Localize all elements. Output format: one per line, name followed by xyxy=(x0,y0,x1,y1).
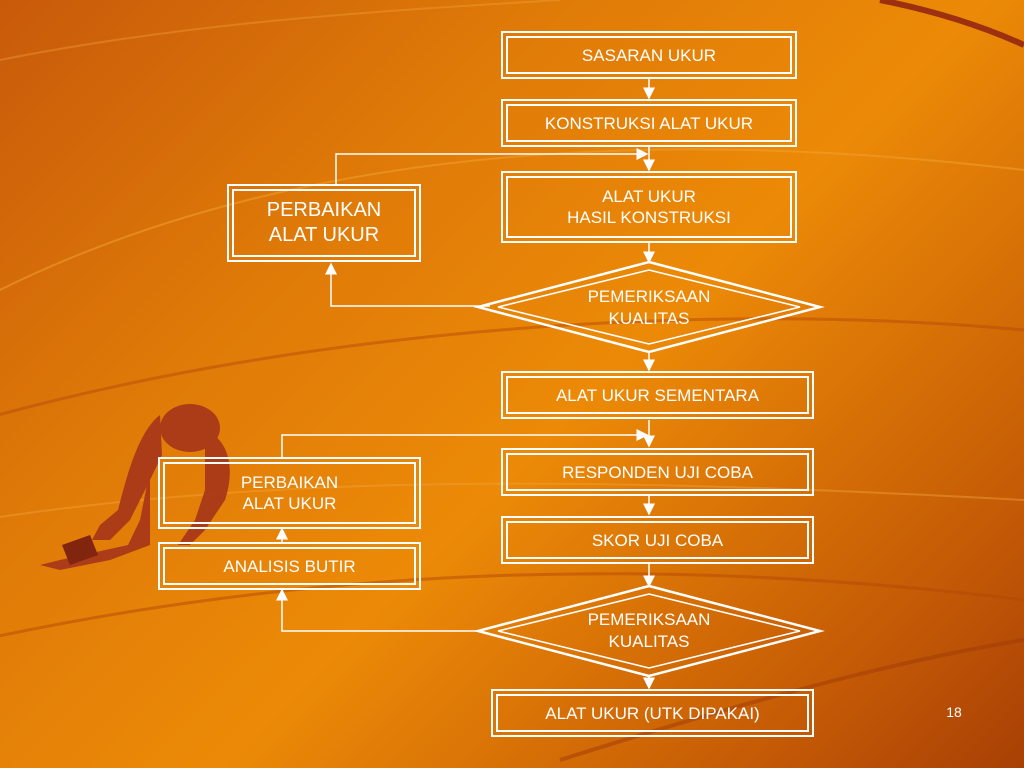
node-alat-ukur-hasil-konstruksi: ALAT UKUR HASIL KONSTRUKSI xyxy=(501,171,797,243)
node-skor-uji-coba: SKOR UJI COBA xyxy=(501,516,814,564)
arrow-pemeriksaan-1-to-perbaikan-1 xyxy=(325,262,490,307)
node-perbaikan-alat-ukur-1: PERBAIKAN ALAT UKUR xyxy=(227,184,421,262)
decision-pemeriksaan-kualitas-1: PEMERIKSAAN KUALITAS xyxy=(587,287,711,328)
arrow-pemeriksaan-2-to-analisis xyxy=(276,588,482,632)
node-responden-uji-coba: RESPONDEN UJI COBA xyxy=(501,448,814,496)
diamond-pemeriksaan-1-inner xyxy=(497,269,801,345)
arrow-perbaikan-1-to-hasil xyxy=(335,148,649,184)
diamond-pemeriksaan-2-inner xyxy=(497,593,801,669)
diamond-pemeriksaan-2-outer xyxy=(473,584,825,678)
runner-silhouette xyxy=(40,404,230,570)
node-konstruksi-alat-ukur: KONSTRUKSI ALAT UKUR xyxy=(501,99,797,147)
page-number: 18 xyxy=(946,704,962,720)
node-analisis-butir: ANALISIS BUTIR xyxy=(158,542,421,590)
decision-pemeriksaan-kualitas-2: PEMERIKSAAN KUALITAS xyxy=(587,610,711,651)
node-alat-ukur-sementara: ALAT UKUR SEMENTARA xyxy=(501,371,814,419)
node-alat-ukur-dipakai: ALAT UKUR (UTK DIPAKAI) xyxy=(491,689,814,737)
diamond-pemeriksaan-1-outer xyxy=(473,260,825,354)
node-perbaikan-alat-ukur-2: PERBAIKAN ALAT UKUR xyxy=(158,457,421,529)
arrow-perbaikan-2-to-responden xyxy=(281,429,649,458)
node-sasaran-ukur: SASARAN UKUR xyxy=(501,31,797,79)
